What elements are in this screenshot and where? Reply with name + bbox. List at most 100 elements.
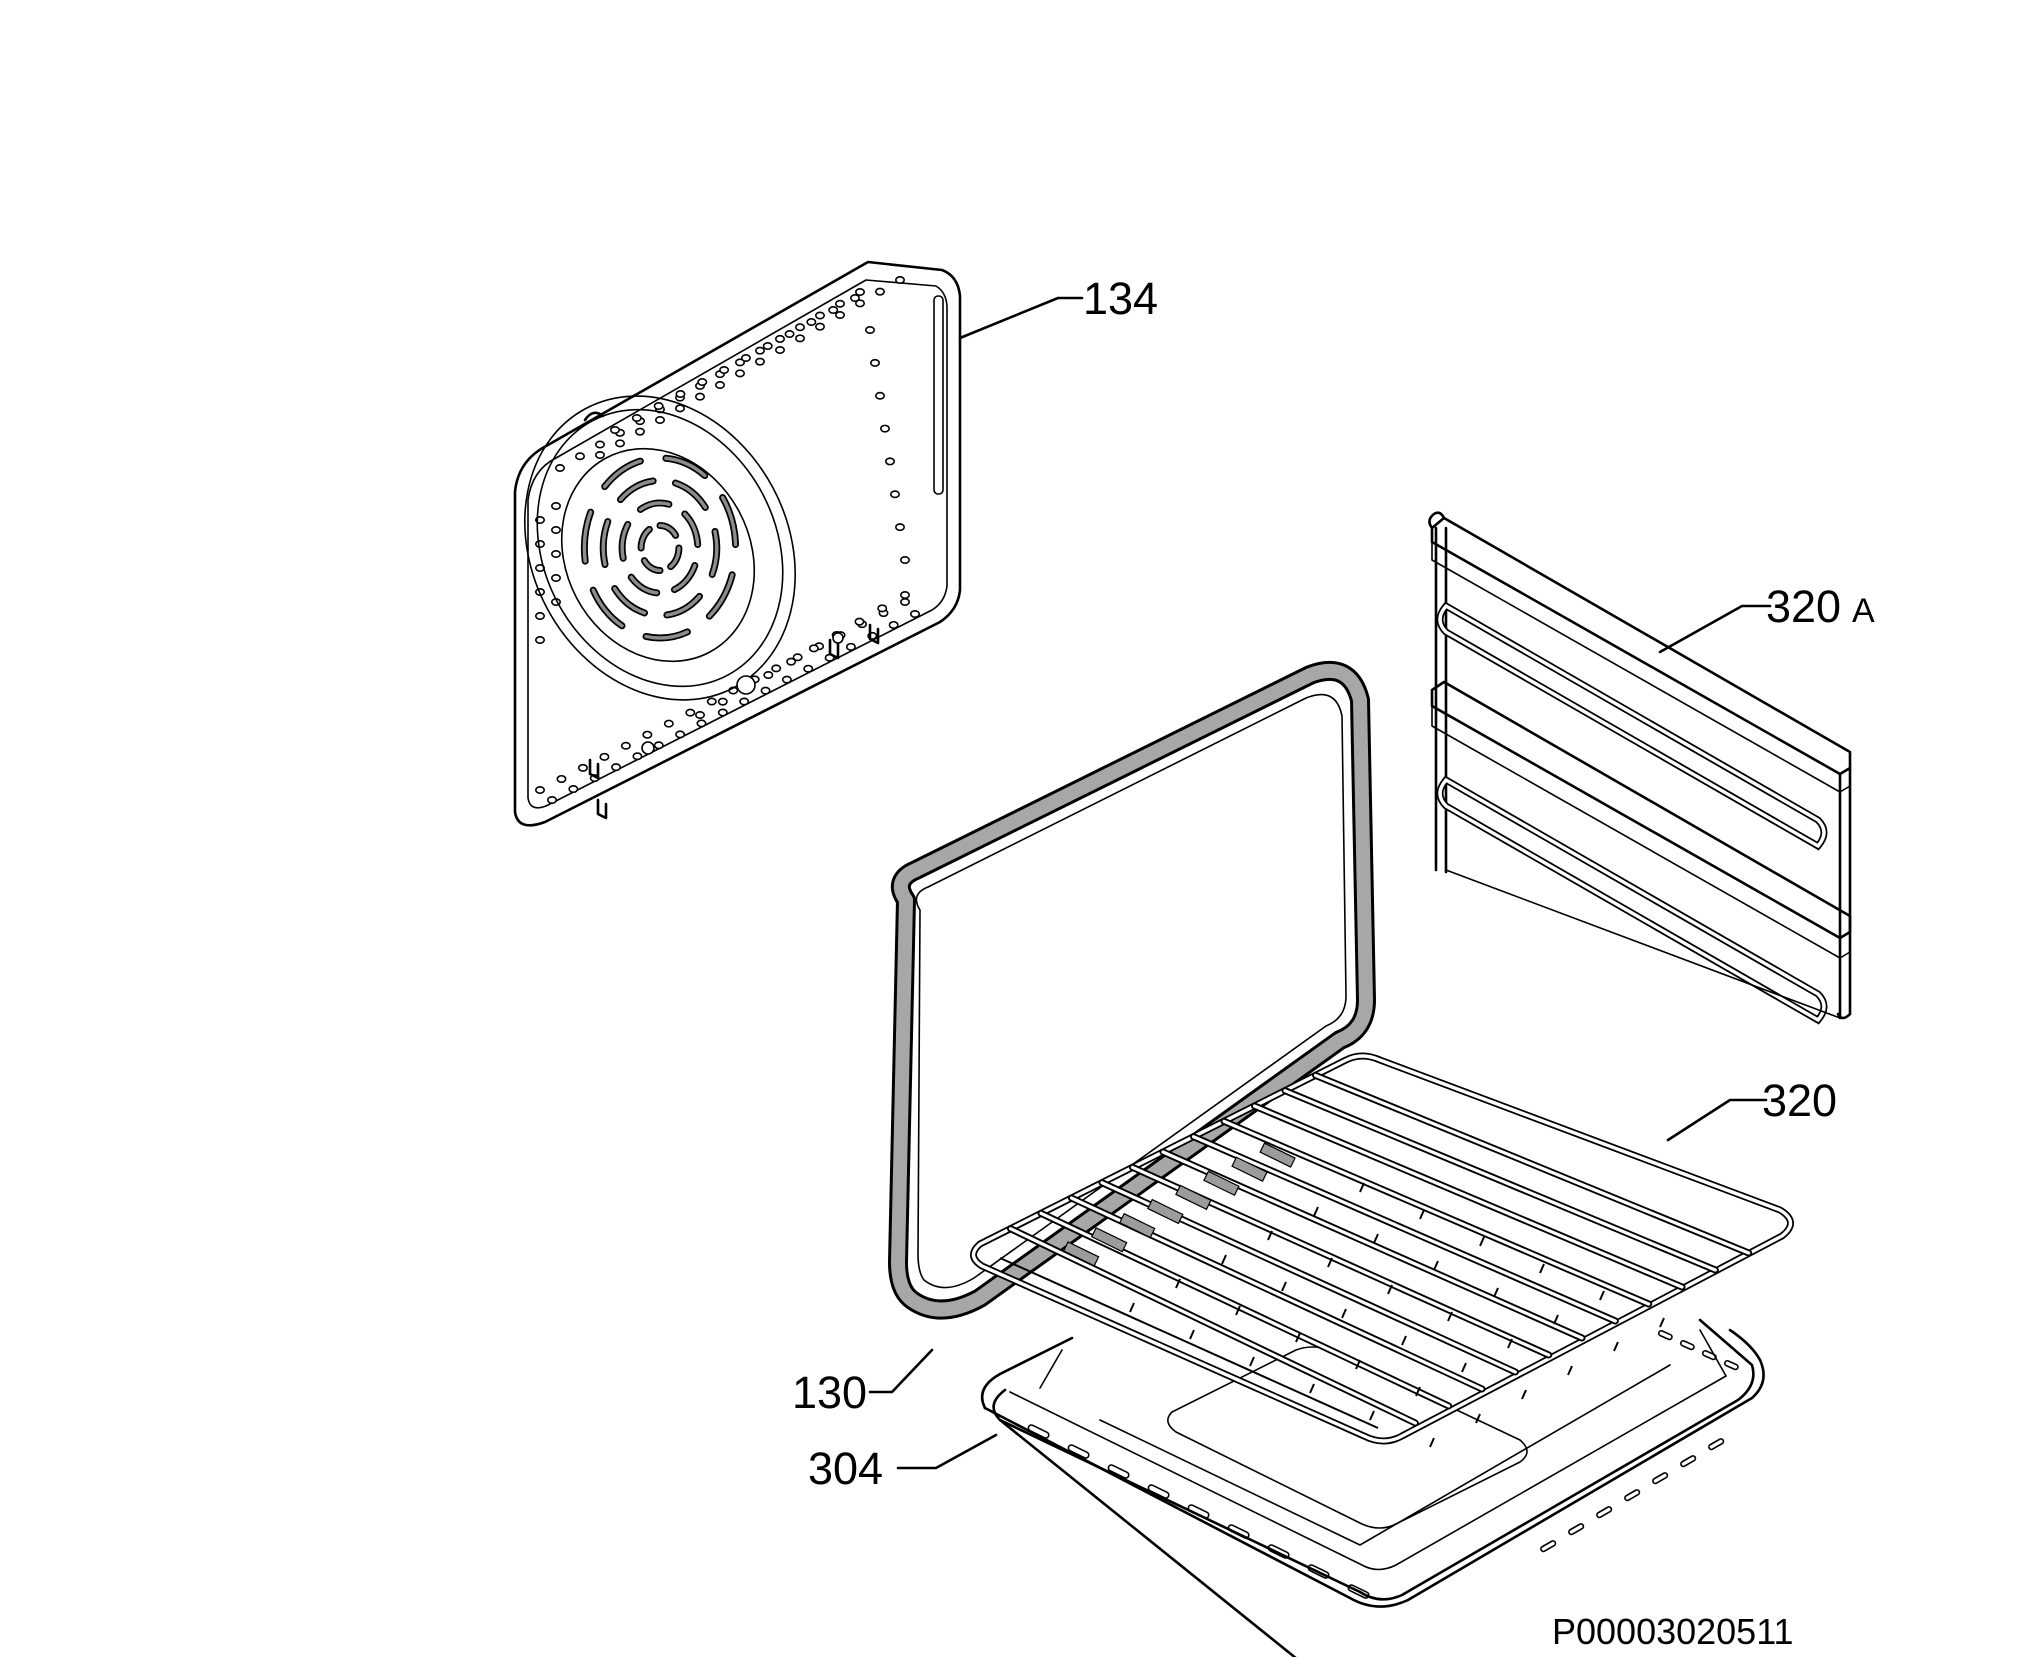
shelf-reflection-marks	[1062, 1142, 1296, 1267]
perforation-hole	[828, 305, 839, 314]
shelf-shade	[1090, 1226, 1128, 1253]
fan-slot-fill	[618, 479, 655, 502]
shelf-tick	[1401, 1335, 1407, 1346]
perforation-hole	[675, 389, 686, 398]
shelf-tick	[1373, 1233, 1379, 1244]
perforation-hole	[854, 617, 865, 626]
tray-slot	[1540, 1540, 1557, 1553]
callout-304: 304	[808, 1433, 998, 1494]
perforation-hole	[786, 657, 797, 666]
shelf-tick	[1539, 1263, 1545, 1274]
shelf-tick	[1313, 1206, 1319, 1217]
fan-slot-fill	[582, 510, 593, 563]
perforation-hole	[620, 741, 631, 750]
callout-134-label: 134	[1083, 273, 1158, 324]
perforation-hole	[594, 440, 605, 449]
fan-slot-fill	[644, 630, 690, 640]
perforation-hole	[794, 323, 805, 332]
perforation-hole	[754, 346, 765, 355]
shelf-tick-marks	[1129, 1182, 1665, 1448]
shelf-tick	[1249, 1356, 1255, 1367]
shelf-shade	[1259, 1142, 1296, 1168]
rear-panel-part-134	[513, 260, 962, 827]
fan-slot-fill	[638, 501, 671, 512]
fan-slot-fill	[720, 495, 738, 547]
shelf-tick	[1129, 1302, 1135, 1313]
perforation-hole	[694, 392, 705, 401]
perforation-hole	[739, 697, 750, 706]
tray-slot	[1596, 1506, 1613, 1519]
perforation-hole	[806, 317, 817, 326]
fan-slot-fill	[672, 563, 697, 592]
shelf-tick	[1475, 1413, 1481, 1424]
perforation-hole	[754, 357, 765, 366]
perforation-hole	[717, 708, 728, 717]
perforation-hole	[685, 708, 696, 717]
perforation-hole	[849, 293, 860, 302]
tray-slot	[1680, 1455, 1697, 1468]
shelf-shade	[1203, 1170, 1240, 1197]
fan-slot-fill	[665, 594, 702, 617]
perforation-hole	[879, 424, 890, 433]
perforation-hole	[694, 710, 705, 719]
perforation-hole	[808, 644, 819, 653]
shelf-tick	[1493, 1287, 1499, 1298]
perforation-hole	[675, 730, 686, 739]
perforation-hole	[740, 353, 751, 362]
perforation-hole	[869, 358, 880, 367]
fan-slot-fill	[707, 573, 734, 618]
perforation-hole	[874, 287, 885, 296]
perforation-hole	[556, 774, 567, 783]
perforation-hole	[874, 391, 885, 400]
shelf-rod-highlight	[1191, 1135, 1617, 1323]
perforation-hole	[654, 415, 665, 424]
perforation-hole	[534, 539, 545, 548]
perforation-hole	[854, 287, 865, 296]
door-gasket-part-130	[888, 661, 1376, 1320]
shelf-tick	[1659, 1317, 1665, 1328]
perforation-hole	[803, 664, 814, 673]
fan-slot-fill	[601, 519, 610, 567]
shelf-tick	[1281, 1281, 1287, 1292]
shelf-shade	[1118, 1212, 1156, 1239]
perforation-hole	[631, 413, 642, 422]
shelf-tick	[1235, 1305, 1241, 1316]
tray-slot	[1067, 1444, 1090, 1459]
callout-130: 130	[792, 1348, 934, 1418]
fan-slot-fill	[668, 546, 681, 569]
shelf-tick	[1521, 1389, 1527, 1400]
callout-320a-suffix: A	[1852, 592, 1875, 630]
drawing-reference-code: P00003020511	[1552, 1611, 1794, 1652]
perforation-hole	[577, 763, 588, 772]
perforation-hole	[792, 653, 803, 662]
fan-slot-fill	[658, 523, 678, 538]
perforation-hole	[794, 334, 805, 343]
shelf-tick	[1599, 1290, 1605, 1301]
shelf-shade	[1147, 1198, 1184, 1225]
fan-slot-fill	[673, 481, 708, 510]
wire-shelf-part-320	[970, 1052, 1794, 1448]
shelf-shade	[1062, 1241, 1100, 1267]
perforation-hole	[814, 322, 825, 331]
perforation-hole	[834, 299, 845, 308]
perforation-hole	[899, 597, 910, 606]
shelf-tick	[1387, 1284, 1393, 1295]
perforation-hole	[574, 452, 585, 461]
callout-320a-label: 320	[1766, 581, 1841, 632]
shelf-tick	[1479, 1236, 1485, 1247]
shelf-shade	[1231, 1156, 1268, 1182]
perforation-hole	[663, 719, 674, 728]
shelf-rod-highlight	[1008, 1227, 1417, 1425]
shelf-tick	[1567, 1365, 1573, 1376]
shelf-rod-highlight	[1313, 1073, 1751, 1255]
shelf-tick	[1613, 1341, 1619, 1352]
perforation-hole	[784, 329, 795, 338]
tray-slot	[1227, 1524, 1250, 1539]
perforation-hole	[899, 590, 910, 599]
tray-slot	[1652, 1472, 1669, 1485]
perforation-hole	[594, 450, 605, 459]
perforation-hole	[814, 311, 825, 320]
shelf-tick	[1189, 1329, 1195, 1340]
callout-320a: 320 A	[1658, 581, 1875, 654]
